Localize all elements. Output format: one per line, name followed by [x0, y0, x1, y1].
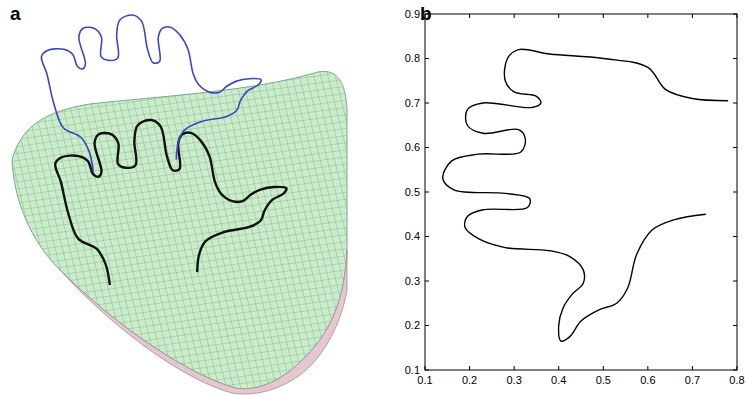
tick — [514, 366, 515, 370]
tick-label: 0.5 — [596, 375, 611, 386]
tick — [425, 366, 426, 370]
surface-hand-curve — [55, 120, 286, 285]
tick-marks — [425, 14, 737, 370]
tick-label: 0.8 — [405, 53, 420, 64]
tick — [603, 14, 604, 18]
tick-label: 0.1 — [405, 365, 420, 376]
planar-hand-curve — [41, 15, 261, 172]
tick-label: 0.5 — [405, 187, 420, 198]
panel-label: a — [10, 4, 21, 23]
plot — [425, 14, 737, 370]
tick — [733, 147, 737, 148]
tick — [733, 370, 737, 371]
tick — [425, 147, 429, 148]
tick-label: 0.2 — [405, 320, 420, 331]
tick-label: 0.3 — [405, 276, 420, 287]
tick — [425, 58, 429, 59]
tick-label: 0.7 — [405, 98, 420, 109]
tick-label: 0.6 — [405, 142, 420, 153]
tick-label: 0.2 — [462, 375, 477, 386]
tick — [425, 370, 429, 371]
tick — [469, 14, 470, 18]
panel-label: b — [420, 4, 432, 23]
tick — [558, 14, 559, 18]
tick — [514, 14, 515, 18]
tick — [733, 325, 737, 326]
tick-label: 0.9 — [405, 9, 420, 20]
axes-frame — [425, 14, 737, 370]
tick — [737, 14, 738, 18]
tick — [647, 14, 648, 18]
tick — [733, 103, 737, 104]
hand-curve — [443, 49, 728, 341]
tick — [733, 192, 737, 193]
tick-label: 0.3 — [506, 375, 521, 386]
tick — [558, 366, 559, 370]
tick — [733, 58, 737, 59]
tick — [733, 14, 737, 15]
tick — [692, 14, 693, 18]
tick — [737, 366, 738, 370]
tick-label: 0.4 — [551, 375, 566, 386]
tick — [425, 325, 429, 326]
tick-label: 0.4 — [405, 231, 420, 242]
tick-label: 0.1 — [417, 375, 432, 386]
hand-curves — [41, 15, 286, 285]
tick-label: 0.8 — [729, 375, 744, 386]
tick-label: 0.7 — [685, 375, 700, 386]
tick — [733, 281, 737, 282]
tick-label: 0.6 — [640, 375, 655, 386]
tick — [425, 103, 429, 104]
tick — [425, 192, 429, 193]
tick — [425, 236, 429, 237]
tick — [647, 366, 648, 370]
tick — [603, 366, 604, 370]
mesh-surface — [12, 71, 347, 394]
surface-underside — [60, 250, 347, 394]
tick — [469, 366, 470, 370]
tick — [733, 236, 737, 237]
tick — [692, 366, 693, 370]
tick — [425, 281, 429, 282]
